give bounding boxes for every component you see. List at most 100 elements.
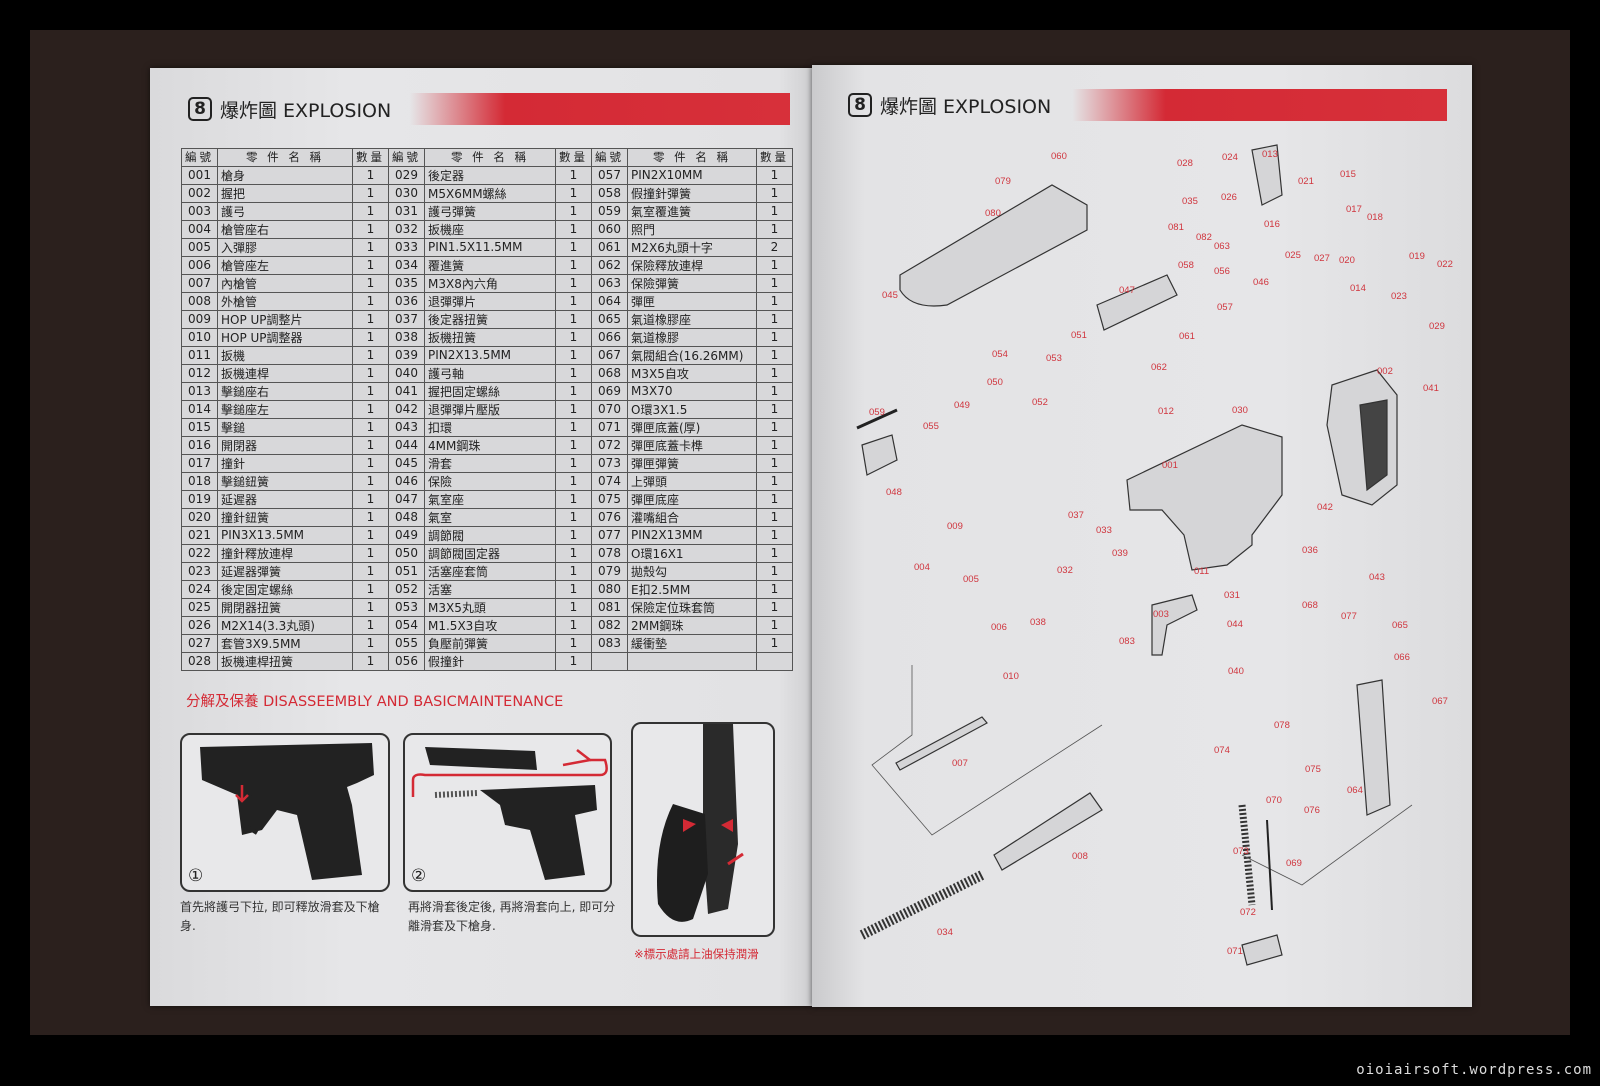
part-name: 後定器扭簧 — [424, 309, 556, 329]
part-quantity: 1 — [756, 507, 793, 527]
part-number: 078 — [591, 543, 628, 563]
part-label-079: 079 — [995, 176, 1011, 187]
part-number: 031 — [388, 201, 425, 221]
part-number: 013 — [181, 381, 218, 401]
part-label-007: 007 — [952, 758, 968, 769]
part-name: 彈匣 — [627, 291, 757, 311]
part-name: 4MM鋼珠 — [424, 435, 556, 455]
header-red-bar — [1072, 89, 1447, 121]
part-label-074: 074 — [1214, 745, 1230, 756]
part-name: M2X14(3.3丸頭) — [217, 615, 353, 635]
part-quantity: 1 — [352, 633, 389, 653]
part-quantity: 1 — [352, 201, 389, 221]
part-quantity: 1 — [756, 273, 793, 293]
part-quantity: 1 — [756, 561, 793, 581]
rod-059 — [856, 408, 898, 430]
part-label-068: 068 — [1302, 600, 1318, 611]
part-name: 調節閥固定器 — [424, 543, 556, 563]
part-label-009: 009 — [947, 521, 963, 532]
part-label-048: 048 — [886, 487, 902, 498]
part-label-020: 020 — [1339, 255, 1355, 266]
part-label-033: 033 — [1096, 525, 1112, 536]
header-red-bar — [410, 93, 790, 125]
part-number: 045 — [388, 453, 425, 473]
part-name: 擊鎚座左 — [217, 399, 353, 419]
part-quantity: 1 — [756, 291, 793, 311]
part-label-006: 006 — [991, 622, 1007, 633]
part-quantity: 1 — [555, 543, 592, 563]
part-number: 069 — [591, 381, 628, 401]
part-name — [627, 651, 757, 671]
part-name: 入彈膠 — [217, 237, 353, 257]
part-number: 056 — [388, 651, 425, 671]
part-name: O環16X1 — [627, 543, 757, 563]
mag-spring — [1238, 804, 1256, 906]
part-name: 保險彈簧 — [627, 273, 757, 293]
part-quantity: 1 — [352, 651, 389, 671]
part-label-052: 052 — [1032, 397, 1048, 408]
part-label-051: 051 — [1071, 330, 1087, 341]
part-name: 開閉器扭簧 — [217, 597, 353, 617]
part-number: 029 — [388, 165, 425, 185]
part-number: 017 — [181, 453, 218, 473]
part-label-067: 067 — [1432, 696, 1448, 707]
part-quantity: 1 — [756, 597, 793, 617]
column-header: 編號 — [591, 148, 628, 167]
part-name: 外槍管 — [217, 291, 353, 311]
watermark: oioiairsoft.wordpress.com — [1356, 1062, 1592, 1078]
part-number: 027 — [181, 633, 218, 653]
part-name: 假撞針 — [424, 651, 556, 671]
part-label-075: 075 — [1305, 764, 1321, 775]
slide-part — [899, 184, 1088, 307]
part-number: 021 — [181, 525, 218, 545]
part-quantity: 1 — [555, 615, 592, 635]
section-number: 8 — [188, 97, 212, 121]
part-quantity: 1 — [756, 165, 793, 185]
part-number: 075 — [591, 489, 628, 509]
part-quantity: 1 — [756, 579, 793, 599]
part-number: 079 — [591, 561, 628, 581]
part-name: M3X5自攻 — [627, 363, 757, 383]
part-quantity: 1 — [555, 201, 592, 221]
part-name: 滑套 — [424, 453, 556, 473]
part-quantity: 1 — [555, 273, 592, 293]
part-number: 083 — [591, 633, 628, 653]
part-quantity: 1 — [555, 471, 592, 491]
part-label-041: 041 — [1423, 383, 1439, 394]
part-label-016: 016 — [1264, 219, 1280, 230]
part-number: 023 — [181, 561, 218, 581]
part-quantity: 1 — [756, 489, 793, 509]
part-number: 053 — [388, 597, 425, 617]
part-number: 003 — [181, 201, 218, 221]
part-label-004: 004 — [914, 562, 930, 573]
part-number: 024 — [181, 579, 218, 599]
part-quantity: 1 — [756, 633, 793, 653]
part-number: 055 — [388, 633, 425, 653]
part-name: 護弓軸 — [424, 363, 556, 383]
part-quantity: 1 — [555, 327, 592, 347]
part-name: 2MM鋼珠 — [627, 615, 757, 635]
part-label-044: 044 — [1227, 619, 1243, 630]
part-quantity: 1 — [756, 219, 793, 239]
part-label-001: 001 — [1162, 460, 1178, 471]
part-number: 046 — [388, 471, 425, 491]
part-name: M3X70 — [627, 381, 757, 401]
part-quantity: 1 — [352, 183, 389, 203]
part-name: 活塞座套筒 — [424, 561, 556, 581]
part-number: 081 — [591, 597, 628, 617]
part-quantity: 1 — [352, 417, 389, 437]
part-quantity: 1 — [352, 237, 389, 257]
part-label-082: 082 — [1196, 232, 1212, 243]
part-name: 拋殼勾 — [627, 561, 757, 581]
part-number: 032 — [388, 219, 425, 239]
part-number: 077 — [591, 525, 628, 545]
part-quantity: 1 — [352, 345, 389, 365]
part-name: 槍身 — [217, 165, 353, 185]
